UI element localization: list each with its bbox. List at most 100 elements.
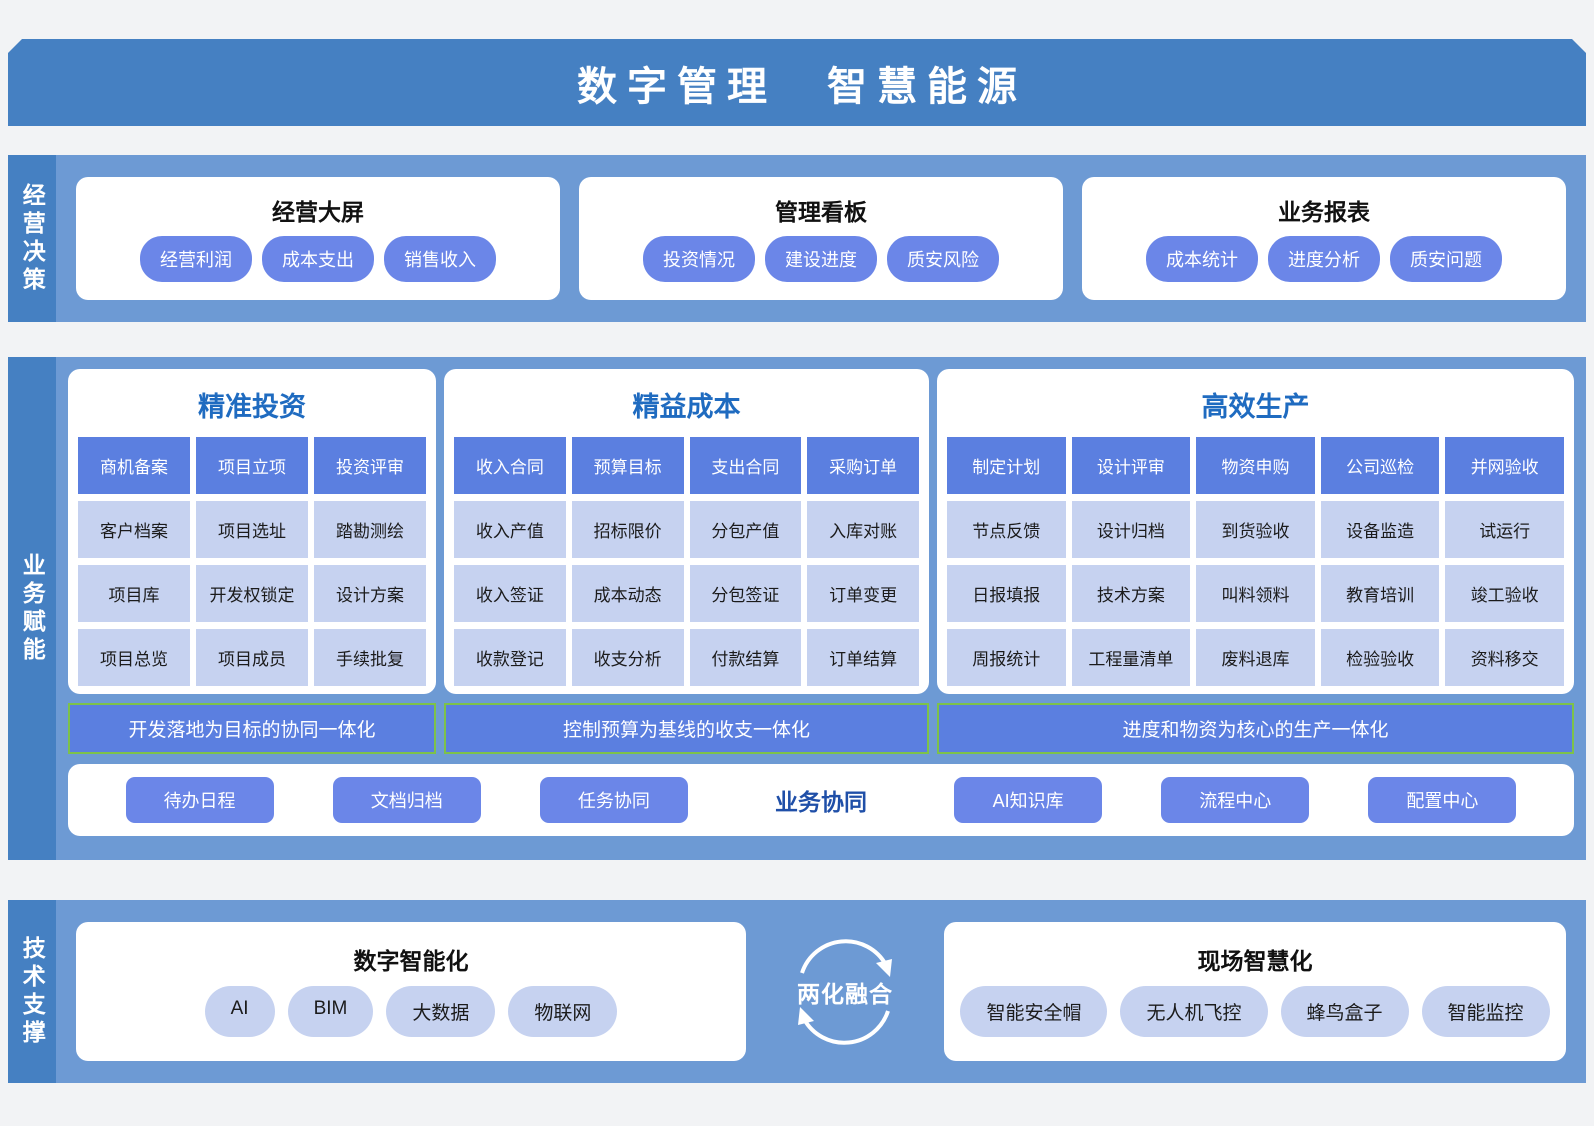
- section-tech-support: 技术支撑 数字智能化 AI BIM 大数据 物联网 两化融合 现场智慧化 智能安: [8, 900, 1586, 1083]
- matrix-cell[interactable]: 踏勘测绘: [314, 501, 426, 558]
- matrix-cell[interactable]: 试运行: [1445, 501, 1564, 558]
- matrix-cell[interactable]: 收款登记: [454, 629, 566, 686]
- matrix-cell[interactable]: 到货验收: [1196, 501, 1315, 558]
- card-operations-screen[interactable]: 经营大屏 经营利润 成本支出 销售收入: [76, 177, 560, 300]
- pill-item[interactable]: 物联网: [508, 986, 618, 1037]
- card-business-report[interactable]: 业务报表 成本统计 进度分析 质安问题: [1082, 177, 1566, 300]
- matrix-cell[interactable]: 手续批复: [314, 629, 426, 686]
- matrix-header-cell[interactable]: 项目立项: [196, 437, 308, 494]
- pill-item[interactable]: 无人机飞控: [1120, 986, 1268, 1037]
- matrix-cell[interactable]: 资料移交: [1445, 629, 1564, 686]
- collab-button[interactable]: AI知识库: [954, 777, 1103, 823]
- pill-item[interactable]: 建设进度: [765, 235, 877, 282]
- collab-button[interactable]: 配置中心: [1368, 777, 1517, 823]
- pill-group: AI BIM 大数据 物联网: [90, 986, 732, 1037]
- circular-arrows-icon: [798, 938, 892, 1045]
- collab-button[interactable]: 流程中心: [1161, 777, 1310, 823]
- matrix-cell[interactable]: 项目库: [78, 565, 190, 622]
- matrix-header-cell[interactable]: 投资评审: [314, 437, 426, 494]
- card-title: 高效生产: [1201, 392, 1310, 422]
- pill-item[interactable]: 大数据: [386, 986, 496, 1037]
- matrix-cell[interactable]: 项目总览: [78, 629, 190, 686]
- matrix-cell[interactable]: 分包签证: [689, 565, 802, 622]
- pill-item[interactable]: BIM: [287, 986, 374, 1037]
- matrix-header-cell[interactable]: 支出合同: [689, 437, 802, 494]
- matrix-cell[interactable]: 收入签证: [454, 565, 566, 622]
- matrix-cell[interactable]: 叫料领料: [1196, 565, 1315, 622]
- card-title: 业务报表: [1278, 198, 1370, 225]
- matrix-header-cell[interactable]: 预算目标: [571, 437, 684, 494]
- matrix-header-cell[interactable]: 采购订单: [807, 437, 919, 494]
- pill-item[interactable]: 成本统计: [1146, 235, 1258, 282]
- matrix-header-cell[interactable]: 设计评审: [1071, 437, 1191, 494]
- matrix-header-cell[interactable]: 公司巡检: [1320, 437, 1440, 494]
- matrix-header-cell[interactable]: 商机备案: [78, 437, 190, 494]
- pill-group: 成本统计 进度分析 质安问题: [1094, 235, 1554, 282]
- matrix-cell[interactable]: 设计归档: [1071, 501, 1191, 558]
- collab-button[interactable]: 文档归档: [332, 777, 481, 823]
- matrix-cell[interactable]: 订单变更: [807, 565, 919, 622]
- collaboration-label: 业务协同: [774, 789, 867, 815]
- integration-bar-production: 进度和物资为核心的生产一体化: [937, 703, 1574, 754]
- matrix-cell[interactable]: 收支分析: [571, 629, 684, 686]
- matrix-cell[interactable]: 工程量清单: [1071, 629, 1191, 686]
- matrix-cell[interactable]: 教育培训: [1320, 565, 1440, 622]
- matrix-cell[interactable]: 招标限价: [571, 501, 684, 558]
- pill-item[interactable]: 智能安全帽: [960, 986, 1108, 1037]
- matrix-cell[interactable]: 检验验收: [1320, 629, 1440, 686]
- integration-bar-investment: 开发落地为目标的协同一体化: [68, 703, 436, 754]
- matrix-cell[interactable]: 分包产值: [689, 501, 802, 558]
- pill-item[interactable]: 销售收入: [384, 235, 496, 282]
- pill-item[interactable]: 蜂鸟盒子: [1280, 986, 1409, 1037]
- card-digital-intelligence: 数字智能化 AI BIM 大数据 物联网: [76, 922, 746, 1061]
- matrix-header-cell[interactable]: 并网验收: [1445, 437, 1564, 494]
- matrix-header-cell[interactable]: 物资申购: [1196, 437, 1315, 494]
- matrix-cell[interactable]: 客户档案: [78, 501, 190, 558]
- card-title: 经营大屏: [272, 198, 364, 225]
- matrix-cell[interactable]: 技术方案: [1071, 565, 1191, 622]
- pill-item[interactable]: 进度分析: [1268, 235, 1380, 282]
- matrix-cell[interactable]: 周报统计: [947, 629, 1066, 686]
- matrix-cell[interactable]: 项目选址: [196, 501, 308, 558]
- matrix-lean-cost: 收入合同 预算目标 支出合同 采购订单 收入产值 招标限价 分包产值 入库对账 …: [454, 437, 919, 686]
- pill-group: 投资情况 建设进度 质安风险: [591, 235, 1051, 282]
- section-tech-body: 数字智能化 AI BIM 大数据 物联网 两化融合 现场智慧化 智能安全帽 无人…: [56, 900, 1586, 1083]
- collab-button[interactable]: 待办日程: [125, 777, 274, 823]
- collab-slot: 流程中心: [1132, 777, 1339, 823]
- pill-item[interactable]: 投资情况: [643, 235, 755, 282]
- pill-item[interactable]: 质安风险: [887, 235, 999, 282]
- matrix-cell[interactable]: 订单结算: [807, 629, 919, 686]
- matrix-cell[interactable]: 收入产值: [454, 501, 566, 558]
- card-management-board[interactable]: 管理看板 投资情况 建设进度 质安风险: [579, 177, 1063, 300]
- banner-shape: 数字管理 智慧能源: [8, 39, 1586, 126]
- matrix-cell[interactable]: 付款结算: [689, 629, 802, 686]
- matrix-cell[interactable]: 设备监造: [1320, 501, 1440, 558]
- matrix-header-cell[interactable]: 制定计划: [947, 437, 1066, 494]
- fusion-indicator: 两化融合: [746, 922, 944, 1061]
- matrix-cell[interactable]: 节点反馈: [947, 501, 1066, 558]
- matrix-header-cell[interactable]: 收入合同: [454, 437, 566, 494]
- matrix-precise-investment: 商机备案 项目立项 投资评审 客户档案 项目选址 踏勘测绘 项目库 开发权锁定 …: [78, 437, 426, 686]
- matrix-cell[interactable]: 开发权锁定: [196, 565, 308, 622]
- pill-item[interactable]: AI: [204, 986, 275, 1037]
- pill-item[interactable]: 经营利润: [140, 235, 252, 282]
- card-title: 精准投资: [198, 392, 306, 422]
- card-title: 精益成本: [632, 392, 741, 422]
- matrix-cell[interactable]: 项目成员: [196, 629, 308, 686]
- card-precise-investment: 精准投资 商机备案 项目立项 投资评审 客户档案 项目选址 踏勘测绘 项目库 开…: [68, 369, 436, 694]
- pill-item[interactable]: 质安问题: [1390, 235, 1502, 282]
- card-lean-cost: 精益成本 收入合同 预算目标 支出合同 采购订单 收入产值 招标限价 分包产值 …: [444, 369, 929, 694]
- fusion-label: 两化融合: [797, 980, 893, 1007]
- matrix-cell[interactable]: 入库对账: [807, 501, 919, 558]
- collab-button[interactable]: 任务协同: [539, 777, 688, 823]
- title-banner: 数字管理 智慧能源: [8, 39, 1586, 126]
- matrix-cell[interactable]: 设计方案: [314, 565, 426, 622]
- matrix-cell[interactable]: 日报填报: [947, 565, 1066, 622]
- pill-item[interactable]: 智能监控: [1421, 986, 1550, 1037]
- matrix-cell[interactable]: 竣工验收: [1445, 565, 1564, 622]
- pill-item[interactable]: 成本支出: [262, 235, 374, 282]
- matrix-cell[interactable]: 废料退库: [1196, 629, 1315, 686]
- matrix-cell[interactable]: 成本动态: [571, 565, 684, 622]
- card-title: 现场智慧化: [1197, 948, 1313, 974]
- section-label-tech: 技术支撑: [8, 900, 56, 1083]
